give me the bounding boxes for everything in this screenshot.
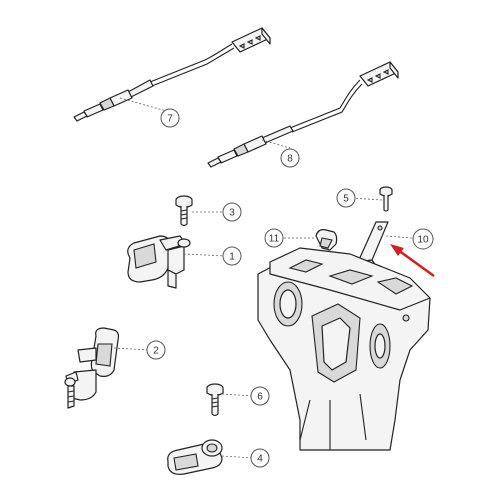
sensor-2 <box>64 327 120 409</box>
oxygen-sensor-lower <box>207 61 399 168</box>
callout-2: 2 <box>146 340 166 360</box>
callout-1: 1 <box>222 246 242 266</box>
bolt-3 <box>175 195 193 227</box>
callout-11: 11 <box>264 228 284 248</box>
callout-6-label: 6 <box>257 392 263 403</box>
callout-6: 6 <box>250 386 270 406</box>
callout-5: 5 <box>336 188 356 208</box>
callout-10: 10 <box>412 228 434 250</box>
oxygen-sensor-upper <box>73 27 271 122</box>
clip-11 <box>315 229 338 251</box>
callout-8: 8 <box>280 148 300 168</box>
engine-housing <box>257 247 431 451</box>
callout-4-label: 4 <box>257 454 263 465</box>
callout-3: 3 <box>222 202 242 222</box>
highlight-arrow <box>390 244 435 278</box>
callout-1-label: 1 <box>229 252 235 263</box>
bolt-5 <box>379 186 393 212</box>
sensor-1 <box>127 235 191 289</box>
callout-8-label: 8 <box>287 154 293 165</box>
sensor-4 <box>167 439 223 475</box>
callout-4: 4 <box>250 448 270 468</box>
callout-11-label: 11 <box>269 234 280 245</box>
callout-2-label: 2 <box>153 346 159 357</box>
callout-10-label: 10 <box>417 235 429 246</box>
callout-3-label: 3 <box>229 208 235 219</box>
callout-7: 7 <box>160 108 180 128</box>
bolt-6 <box>206 383 224 417</box>
callout-5-label: 5 <box>343 194 349 205</box>
callout-7-label: 7 <box>167 114 173 125</box>
leader-lines <box>113 97 413 459</box>
